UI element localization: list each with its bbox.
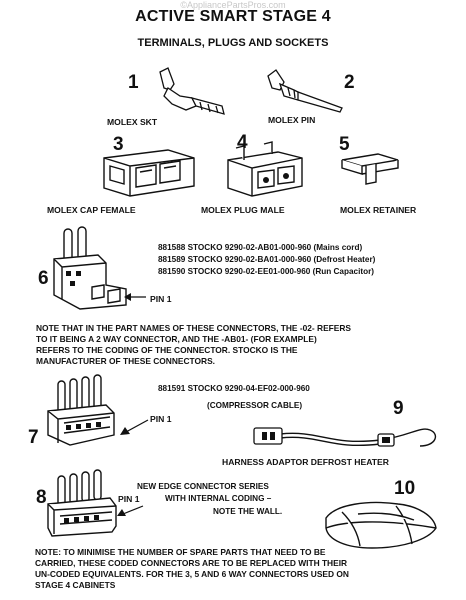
- note-line: TO IT BEING A 2 WAY CONNECTOR, AND THE -…: [36, 334, 317, 344]
- harness-adaptor-drawing: [253, 427, 437, 447]
- item-10-number: 10: [394, 478, 416, 499]
- stocko-2-way-connector-drawing: [53, 226, 127, 310]
- note-line: CARRIED, THESE CODED CONNECTORS ARE TO B…: [35, 558, 348, 568]
- stocko-part-881588: 881588 STOCKO 9290-02-AB01-000-960 (Main…: [158, 243, 363, 252]
- note-line: NOTE: TO MINIMISE THE NUMBER OF SPARE PA…: [35, 547, 326, 557]
- molex-cap-female-drawing: [103, 149, 195, 197]
- stocko-part-881590: 881590 STOCKO 9290-02-EE01-000-960 (Run …: [158, 267, 375, 276]
- molex-socket-drawing: [159, 67, 225, 115]
- pin1-label-7: PIN 1: [150, 414, 172, 424]
- item-4-label: MOLEX PLUG MALE: [201, 205, 285, 215]
- pin1-label-6: PIN 1: [150, 294, 172, 304]
- pin1-arrow-8: [117, 505, 144, 516]
- note-line: MANUFACTURER OF THESE CONNECTORS.: [36, 356, 215, 366]
- item-9-label: HARNESS ADAPTOR DEFROST HEATER: [222, 457, 389, 467]
- stocko-part-881591: 881591 STOCKO 9290-04-EF02-000-960: [158, 384, 310, 393]
- watermark: ©AppliancePartsPros.com: [180, 0, 286, 10]
- stocko-part-881589: 881589 STOCKO 9290-02-BA01-000-960 (Defr…: [158, 255, 376, 264]
- item-8-number: 8: [36, 487, 47, 508]
- item-1-label: MOLEX SKT: [107, 117, 158, 127]
- item-2-label: MOLEX PIN: [268, 115, 316, 125]
- item-6-number: 6: [38, 268, 49, 289]
- molex-plug-male-drawing: [227, 141, 303, 197]
- note-line: STAGE 4 CABINETS: [35, 580, 116, 590]
- item-3-number: 3: [113, 134, 124, 155]
- note-connector-naming: NOTE THAT IN THE PART NAMES OF THESE CON…: [36, 323, 434, 367]
- note-line: UN-CODED EQUIVALENTS. FOR THE 3, 5 AND 6…: [35, 569, 349, 579]
- connector-cover-drawing: [325, 501, 437, 549]
- pin1-arrow-6: [124, 293, 146, 301]
- item-5-number: 5: [339, 134, 350, 155]
- edge-connector-drawing: [47, 469, 117, 537]
- edge-connector-line-2: WITH INTERNAL CODING –: [165, 494, 272, 503]
- note-spare-parts: NOTE: TO MINIMISE THE NUMBER OF SPARE PA…: [35, 547, 433, 591]
- item-7-number: 7: [28, 427, 39, 448]
- molex-pin-drawing: [267, 69, 343, 113]
- item-4-number: 4: [237, 132, 248, 153]
- page-title: ACTIVE SMART STAGE 4: [135, 8, 331, 25]
- stocko-part-881591-description: (COMPRESSOR CABLE): [207, 401, 303, 410]
- item-9-number: 9: [393, 398, 404, 419]
- item-5-label: MOLEX RETAINER: [340, 205, 417, 215]
- edge-connector-line-3: NOTE THE WALL.: [213, 507, 283, 516]
- note-line: REFERS TO THE CODING OF THE CONNECTOR. S…: [36, 345, 298, 355]
- item-1-number: 1: [128, 72, 139, 93]
- page-subtitle: TERMINALS, PLUGS AND SOCKETS: [137, 37, 329, 49]
- note-line: NOTE THAT IN THE PART NAMES OF THESE CON…: [36, 323, 352, 333]
- edge-connector-line-1: NEW EDGE CONNECTOR SERIES: [137, 482, 269, 491]
- stocko-4-way-connector-drawing: [47, 374, 115, 446]
- molex-retainer-drawing: [341, 153, 399, 185]
- pin1-arrow-7: [120, 419, 149, 435]
- item-3-label: MOLEX CAP FEMALE: [47, 205, 136, 215]
- pin1-label-8: PIN 1: [118, 494, 140, 504]
- item-2-number: 2: [344, 72, 355, 93]
